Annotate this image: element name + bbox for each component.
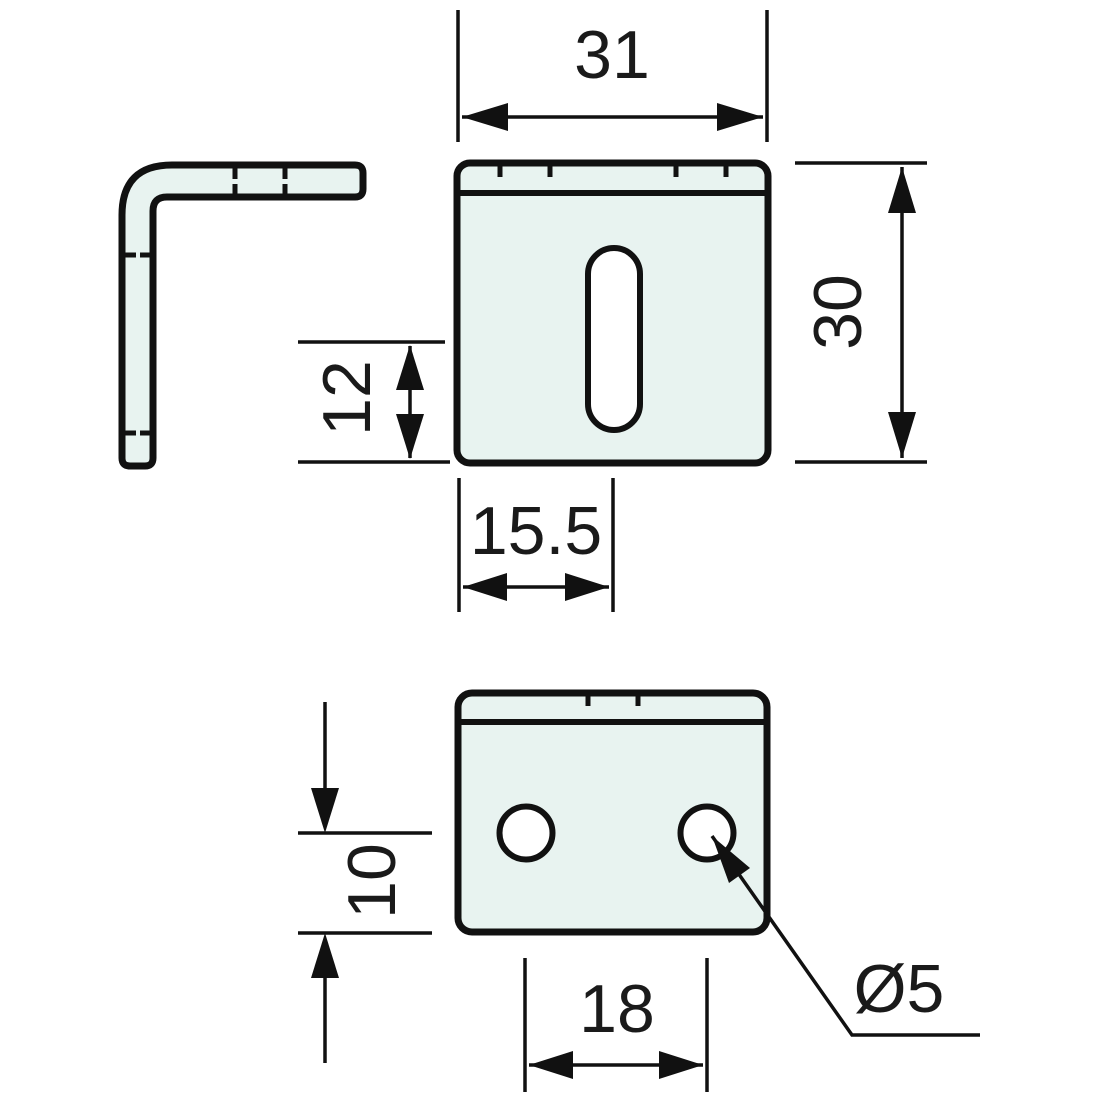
- side-slot-edge-tick-marks: [122, 252, 153, 436]
- height-arrowhead-top: [888, 167, 916, 213]
- dimension-slot-center-from-bottom: 12: [298, 340, 450, 464]
- hole-spacing-value: 18: [579, 971, 655, 1047]
- width-extension-lines: [456, 10, 769, 142]
- hole-offset-extension-lines: [298, 831, 432, 935]
- dimension-hole-spacing: 18: [523, 958, 709, 1092]
- hole-spacing-arrowhead-left: [529, 1051, 573, 1079]
- front-view-with-slot: [453, 159, 772, 467]
- bottom-slot-projection-ticks: [585, 695, 641, 706]
- left-mounting-hole: [496, 803, 556, 863]
- dimension-slot-center-from-left: 15.5: [457, 478, 615, 612]
- hole-diameter-leader-arrowhead: [712, 836, 750, 883]
- slot-horiz-extension-lines: [457, 478, 615, 612]
- height-value: 30: [800, 274, 876, 350]
- side-hole-edge-tick-marks: [232, 165, 288, 197]
- slot-horiz-arrowhead-right: [565, 573, 609, 601]
- bottom-plate-outline: [454, 689, 771, 936]
- slot-vert-value: 12: [309, 360, 385, 436]
- height-arrowhead-bottom: [888, 412, 916, 458]
- side-profile-view: [118, 161, 367, 470]
- slot-horiz-value: 15.5: [470, 493, 602, 569]
- hole-offset-value: 10: [334, 843, 410, 919]
- slot-vert-arrowhead-bottom: [396, 414, 424, 459]
- dimension-hole-center-from-edge: 10: [298, 702, 432, 1063]
- hole-offset-arrowhead-upper: [311, 788, 339, 833]
- slot-vert-extension-lines: [298, 340, 450, 464]
- height-extension-lines: [795, 161, 927, 464]
- bottom-view-with-holes: [454, 689, 771, 936]
- side-profile-outline: [118, 161, 367, 470]
- slot-horiz-arrowhead-left: [463, 573, 507, 601]
- width-arrowhead-right: [717, 103, 763, 131]
- hole-diameter-value: Ø5: [854, 951, 945, 1027]
- width-value: 31: [574, 17, 650, 93]
- mounting-slot: [585, 245, 643, 433]
- label-hole-diameter: Ø5: [710, 834, 980, 1037]
- hole-spacing-extension-lines: [523, 958, 709, 1092]
- dimension-overall-width: 31: [456, 10, 769, 142]
- hole-diameter-leader-line: [710, 834, 980, 1037]
- hole-spacing-arrowhead-right: [659, 1051, 703, 1079]
- hole-offset-arrowhead-lower: [311, 933, 339, 978]
- dimension-overall-height: 30: [795, 161, 927, 464]
- front-hole-projection-ticks: [497, 165, 729, 177]
- width-arrowhead-left: [462, 103, 508, 131]
- slot-vert-arrowhead-top: [396, 345, 424, 390]
